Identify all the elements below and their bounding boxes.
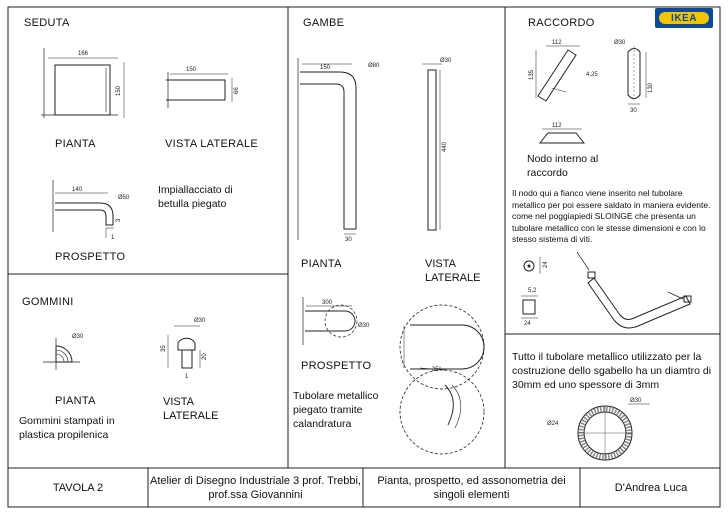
gambe-pianta-shape [300,71,357,230]
ikea-logo-text: IKEA [659,12,709,24]
dim-seduta-lat-150: 150 [186,67,197,73]
dim-gambe-300: 300 [322,300,333,306]
dim-tubolare-30: Ø30 [630,398,642,404]
dim-tubolare-24: Ø24 [547,421,559,427]
dim-raccordo-135: 135 [529,69,535,80]
dim-gambe-80: Ø80 [368,63,380,69]
raccordo-description-note: Il nodo qui a fianco viene inserito nel … [512,188,711,244]
raccordo-insert-a [587,271,596,279]
dim-gommini-30-lat: Ø30 [194,318,206,324]
dim-raccordo-24-a: 24 [543,261,549,268]
gambe-vista-laterale-label: VISTA LATERALE [425,258,481,284]
dim-seduta-66: 66 [234,87,240,94]
dim-raccordo-52: 5,2 [528,288,537,294]
gambe-dimensions: 150 Ø80 Ø30 440 30 300 Ø30 35° [320,58,452,373]
gommini-vista-laterale-label: VISTA LATERALE [163,396,219,422]
dim-gommini-20: 20 [202,353,208,360]
seduta-material-note: Impiallacciato di betulla piegato [158,184,233,210]
dim-gambe-30-bottom: 30 [345,237,352,243]
title-block-author: D'Andrea Luca [614,481,688,494]
raccordo-nodo-shape [538,132,586,144]
dim-gambe-angle: 35° [432,367,442,373]
gommini-pianta-label: PIANTA [55,395,96,407]
dim-raccordo-425: 4,25 [586,72,598,78]
ikea-logo: IKEA [655,8,713,28]
gommini-drawings [43,325,201,370]
seduta-pianta-label: PIANTA [55,138,96,150]
gommino-pianta-shape [55,345,73,363]
gambe-detail-shape [410,324,485,370]
dim-gambe-440: 440 [442,141,448,152]
raccordo-insert-b [683,295,692,303]
dim-seduta-50: Ø50 [118,195,130,201]
dim-raccordo-30-side: 30 [630,108,637,114]
title-block-tavola: TAVOLA 2 [52,481,104,494]
dim-gambe-150: 150 [320,65,331,71]
title-block-subject: Pianta, prospetto, ed assonometria dei s… [377,474,566,501]
tubolare-dimensions: Ø30 Ø24 [547,398,642,427]
raccordo-assonometria-shape [587,277,691,329]
sheet-border [7,6,721,508]
raccordo-dimensions: 112 Ø30 135 4,25 130 30 112 24 5,2 24 [524,40,654,327]
gommino-laterale-stem [181,349,193,369]
section-title-gambe: GAMBE [303,17,345,29]
section-title-gommini: GOMMINI [22,296,74,308]
title-block-atelier: Atelier di Disegno Industriale 3 prof. T… [150,474,361,501]
dim-raccordo-30-top: Ø30 [614,40,626,46]
dim-raccordo-112-top: 112 [552,40,562,46]
dim-seduta-150: 150 [116,85,122,96]
gambe-material-note: Tubolare metallico piegato tramite calan… [293,390,379,430]
raccordo-vista-shape [537,49,577,102]
vite-laterale-shape [522,299,536,315]
section-title-raccordo: RACCORDO [528,17,595,29]
vite-pianta-shape [523,260,535,272]
dim-gommini-1: 1 [185,374,189,380]
dim-raccordo-112-nodo: 112 [552,123,562,129]
dim-raccordo-130: 130 [648,82,654,93]
dim-gambe-30-top: Ø30 [440,58,452,64]
tubolare-drawings [577,403,650,461]
seduta-prospetto-label: PROSPETTO [55,251,126,263]
seduta-dimensions: 166 150 150 66 140 Ø50 3 1 [72,51,240,241]
dim-seduta-1: 1 [111,235,115,241]
dim-gommini-30-pianta: Ø30 [72,334,84,340]
dim-seduta-3: 3 [116,218,122,222]
seduta-drawings [41,48,233,238]
gambe-prospetto-label: PROSPETTO [301,360,372,372]
gambe-drawings [297,58,485,455]
raccordo-nodo-label: Nodo interno al raccordo [527,153,599,179]
dim-raccordo-24-b: 24 [524,321,531,327]
dim-gommini-35: 35 [161,345,167,352]
seduta-vista-laterale-label: VISTA LATERALE [165,138,259,150]
raccordo-laterale-shape [627,48,641,99]
dim-seduta-166: 166 [78,51,89,57]
gambe-prospetto-shape [305,310,356,332]
gommini-material-note: Gommini stampati in plastica propilenica [19,415,115,441]
seduta-laterale-shape [166,79,226,101]
gambe-pianta-label: PIANTA [301,258,342,270]
dim-seduta-140: 140 [72,187,83,193]
seduta-pianta-shape [54,64,111,116]
section-title-seduta: SEDUTA [24,17,70,29]
gambe-laterale-shape [427,69,437,231]
raccordo-drawings [521,45,692,329]
gommini-dimensions: Ø30 Ø30 35 20 1 [72,318,208,380]
tubolare-description-note: Tutto il tubolare metallico utilizzato p… [512,351,712,391]
gommino-laterale-shape [177,337,196,351]
seduta-prospetto-shape [55,202,114,226]
dim-gambe-30-prosp: Ø30 [358,323,370,329]
